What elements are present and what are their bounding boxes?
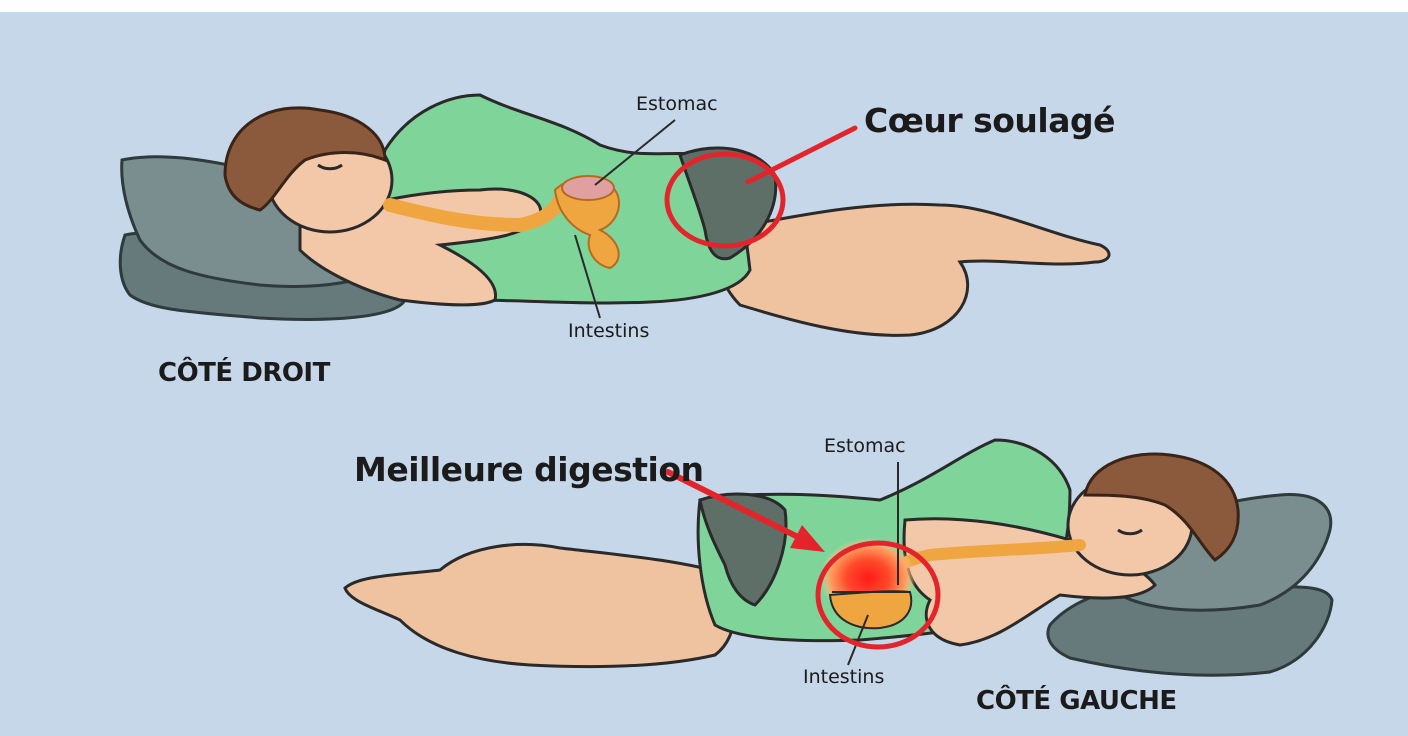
bottom-closed-eye	[1117, 528, 1143, 536]
top-heart-callout-label: Cœur soulagé	[864, 101, 1115, 140]
bottom-intestine-label: Intestins	[803, 666, 885, 688]
top-closed-eye	[317, 163, 343, 171]
top-stomach-pink	[561, 175, 615, 201]
top-side-label: CÔTÉ DROIT	[158, 358, 330, 388]
bottom-digestion-circle	[815, 540, 941, 650]
bottom-sleeper-figure	[343, 438, 1334, 677]
top-legs	[715, 202, 1111, 337]
bottom-stomach-label: Estomac	[824, 435, 906, 457]
bottom-intestine-leader	[847, 614, 869, 666]
top-stomach-leader	[594, 119, 676, 186]
bottom-side-label: CÔTÉ GAUCHE	[976, 686, 1177, 716]
bottom-digestion-arrow-shaft	[665, 469, 803, 541]
top-heart-circle	[664, 151, 786, 249]
top-sleeper-figure	[118, 93, 1111, 337]
top-hair	[223, 106, 387, 212]
bottom-legs	[343, 543, 737, 669]
top-esophagus	[383, 193, 567, 233]
bottom-digestion-callout-label: Meilleure digestion	[354, 450, 704, 489]
bottom-hair	[1083, 452, 1240, 562]
top-shorts	[678, 146, 778, 261]
top-stomach-label: Estomac	[636, 93, 718, 115]
top-border	[0, 0, 1408, 12]
bottom-digestion-arrowhead	[790, 525, 825, 552]
top-heart-pointer	[745, 125, 858, 185]
top-intestine-label: Intestins	[568, 320, 650, 342]
top-intestine-leader	[574, 234, 601, 319]
